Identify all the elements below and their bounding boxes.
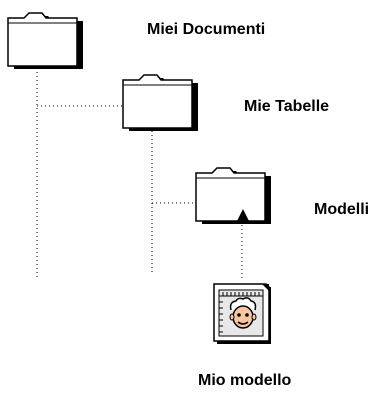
folder-label-modelli: Modelli xyxy=(314,201,370,218)
face-icon xyxy=(229,297,257,329)
file-label-mio-modello: Mio modello xyxy=(198,372,292,389)
folder-label-miei-documenti: Miei Documenti xyxy=(147,21,266,38)
folder-icon[interactable] xyxy=(7,12,84,70)
folder-icon[interactable] xyxy=(122,74,199,132)
folder-label-mie-tabelle: Mie Tabelle xyxy=(244,98,330,115)
folder-icon[interactable] xyxy=(195,167,272,225)
template-document-icon[interactable] xyxy=(213,283,271,344)
tree-connectors xyxy=(36,64,243,280)
up-arrow-icon xyxy=(236,209,250,223)
